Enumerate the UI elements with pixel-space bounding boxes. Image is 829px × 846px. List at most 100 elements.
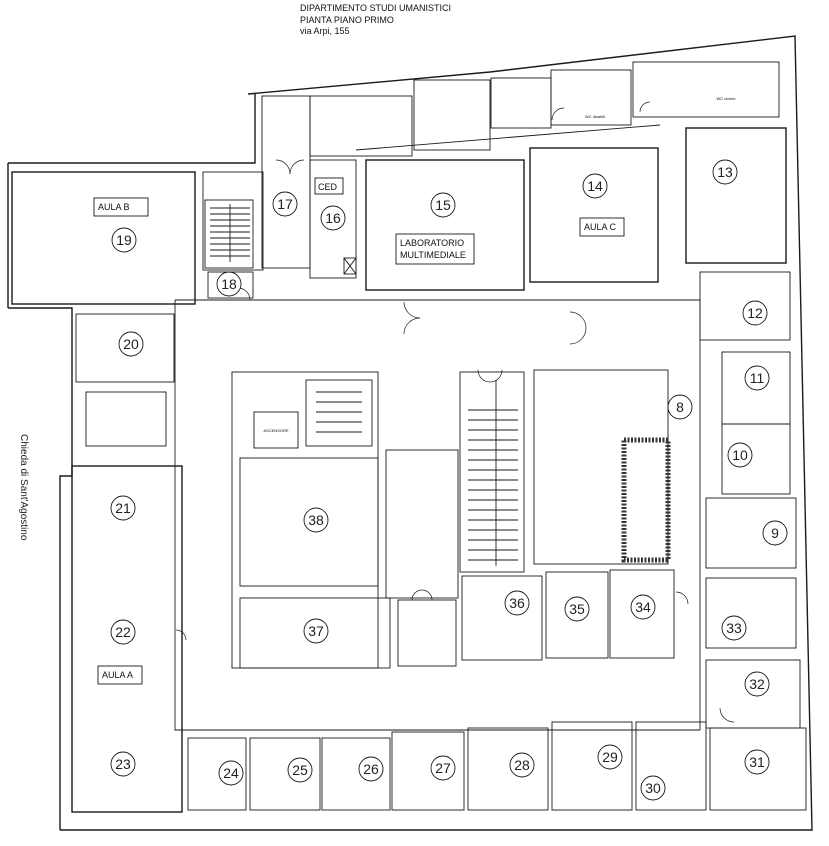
room-number-20: 20 [123, 336, 139, 352]
street-label: Chieda di Sant'Agostino [18, 434, 29, 541]
room-number-21: 21 [115, 500, 131, 516]
room-circle-20 [118, 331, 144, 357]
stair-main [459, 371, 525, 573]
room-circle-27 [430, 755, 456, 781]
room-36 [461, 575, 543, 661]
room-15-laboratorio [365, 159, 525, 291]
top-rooms [11, 61, 801, 729]
room-12 [699, 271, 791, 341]
ced-label: CED [318, 182, 338, 192]
room-circle-14 [582, 173, 608, 199]
room-37 [239, 597, 391, 669]
room-circle-12 [742, 300, 768, 326]
room-circle-29 [597, 744, 623, 770]
aula-a-box [97, 665, 143, 685]
room-number-35: 35 [569, 601, 585, 617]
room-16-ced [309, 159, 357, 279]
room-circle-35 [564, 596, 590, 622]
room-circle-31 [744, 749, 770, 775]
ascensore-label: ASCENSORE [263, 428, 288, 433]
room-circle-34 [630, 594, 656, 620]
room-circle-23 [110, 751, 136, 777]
room-circle-26 [358, 756, 384, 782]
room-number-17: 17 [277, 196, 293, 212]
room-number-22: 22 [115, 624, 131, 640]
aula-a-label: AULA A [102, 670, 133, 680]
stair-top-left [202, 171, 264, 271]
central-block [231, 369, 675, 669]
room-circle-33 [721, 615, 747, 641]
room-10 [721, 423, 791, 495]
room-14-aula-c [529, 147, 659, 283]
room-circle-25 [287, 757, 313, 783]
room-38 [239, 457, 379, 587]
room-number-27: 27 [435, 760, 451, 776]
room-circle-8 [667, 394, 693, 420]
room-number-25: 25 [292, 762, 308, 778]
room-35 [545, 571, 609, 659]
stair-central [305, 379, 373, 447]
lab-label-line2: MULTIMEDIALE [400, 250, 466, 260]
floor-title: PIANTA PIANO PRIMO [300, 14, 394, 25]
room-number-8: 8 [676, 399, 684, 415]
room-34 [609, 569, 675, 659]
aula-c-label: AULA C [584, 222, 617, 232]
room-number-36: 36 [509, 595, 525, 611]
room-number-26: 26 [363, 761, 379, 777]
room-circle-17 [272, 191, 298, 217]
doors [175, 101, 735, 723]
room-number-24: 24 [223, 765, 239, 781]
room-number-38: 38 [308, 512, 324, 528]
room-number-29: 29 [602, 749, 618, 765]
room-number-28: 28 [514, 757, 530, 773]
room-circle-16 [320, 205, 346, 231]
room-circle-22 [110, 619, 136, 645]
room-circle-38 [303, 507, 329, 533]
address: via Arpi, 155 [300, 26, 350, 36]
room-circle-11 [744, 365, 770, 391]
room-17 [261, 95, 311, 269]
room-number-13: 13 [717, 164, 733, 180]
left-wing [71, 313, 183, 813]
room-circle-19 [111, 227, 137, 253]
department-title: DIPARTIMENTO STUDI UMANISTICI [300, 3, 452, 13]
room-circle-36 [504, 590, 530, 616]
room-19-aula-b [11, 171, 196, 305]
room-number-32: 32 [749, 676, 765, 692]
ced-box [314, 177, 344, 195]
room-number-16: 16 [325, 210, 341, 226]
wc-donne-label: WC donne [717, 96, 737, 101]
aula-b-label: AULA B [98, 202, 130, 212]
aula-c-box [579, 217, 625, 237]
room-33 [705, 577, 797, 649]
aula-b-box [93, 197, 149, 217]
room-circle-13 [712, 159, 738, 185]
room-number-37: 37 [308, 623, 324, 639]
room-number-14: 14 [587, 178, 603, 194]
room-circle-15 [430, 192, 456, 218]
room-number-34: 34 [635, 599, 651, 615]
room-circle-28 [509, 752, 535, 778]
room-circle-18 [216, 271, 242, 297]
room-number-30: 30 [645, 780, 661, 796]
plan-header: DIPARTIMENTO STUDI UMANISTICI PIANTA PIA… [300, 3, 451, 38]
room-number-11: 11 [750, 370, 765, 386]
room-number-23: 23 [115, 756, 131, 772]
room-number-19: 19 [116, 232, 132, 248]
room-20 [75, 313, 175, 383]
room-circle-37 [303, 618, 329, 644]
room-circle-9 [762, 520, 788, 546]
wc-disabili-label: WC disabili [585, 114, 605, 119]
room-31 [709, 727, 807, 811]
room-9 [705, 497, 797, 569]
room-circle-10 [727, 442, 753, 468]
room-number-12: 12 [747, 305, 763, 321]
room-circle-24 [218, 760, 244, 786]
room-labels: AULA B CED LABORATORIO MULTIMEDIALE AULA… [93, 96, 737, 685]
elevator [253, 411, 299, 449]
room-circle-21 [110, 495, 136, 521]
room-number-31: 31 [749, 754, 765, 770]
bottom-rooms [187, 721, 807, 811]
building-outline [7, 35, 813, 831]
